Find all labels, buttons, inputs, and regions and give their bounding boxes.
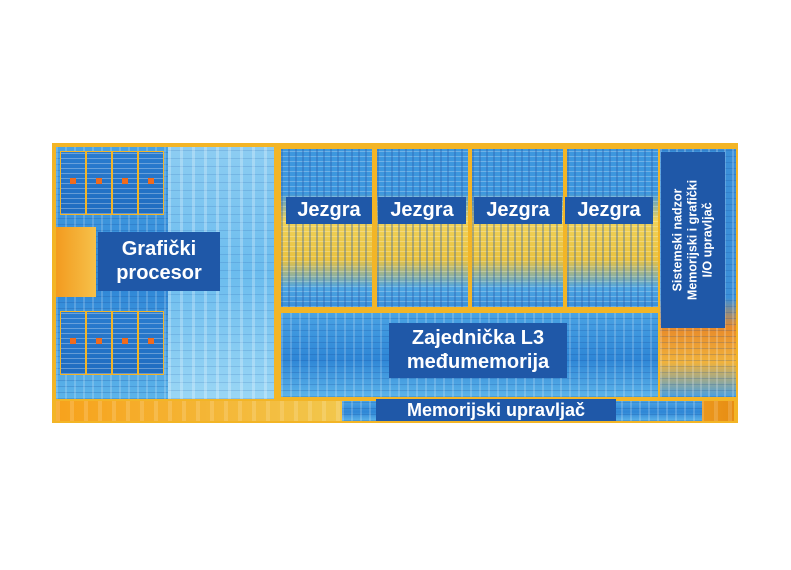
core-3-label: Jezgra [474,197,562,224]
execution-unit [112,151,138,215]
eu-marker [148,338,154,344]
core-2-label: Jezgra [378,197,466,224]
eu-marker [148,178,154,184]
graphics-processor-label-line1: Grafički [121,238,197,260]
l3-cache-label: Zajednička L3 međumemorija [389,323,567,378]
eu-marker [70,178,76,184]
system-agent-label: Sistemski nadzor Memorijski i grafički I… [661,152,725,328]
memory-controller-label: Memorijski upravljač [376,399,616,421]
execution-unit [112,311,138,375]
graphics-processor-label: Grafički procesor [98,232,220,291]
core-4-label: Jezgra [565,197,653,224]
execution-unit [138,151,164,215]
system-agent-label-line3: I/O upravljač [700,202,715,278]
l3-cache-label-line2: međumemorija [406,351,550,373]
execution-unit [86,311,112,375]
system-agent-label-text: Sistemski nadzor Memorijski i grafički I… [671,155,716,325]
core-3-region [472,149,563,307]
execution-unit [86,151,112,215]
eu-marker [122,178,128,184]
execution-unit [60,151,86,215]
system-agent-label-line2: Memorijski i grafički [685,179,700,301]
eu-marker [122,338,128,344]
core-4-region [567,149,658,307]
system-agent-label-line1: Sistemski nadzor [670,188,685,292]
execution-unit [60,311,86,375]
graphics-processor-label-line2: procesor [116,262,202,284]
graphics-orange-strip [56,227,96,297]
core-1-region [281,149,372,307]
core-2-region [377,149,468,307]
l3-cache-label-line1: Zajednička L3 [411,327,545,349]
eu-marker [96,178,102,184]
execution-unit [138,311,164,375]
eu-marker [70,338,76,344]
core-1-label: Jezgra [286,197,372,224]
eu-marker [96,338,102,344]
